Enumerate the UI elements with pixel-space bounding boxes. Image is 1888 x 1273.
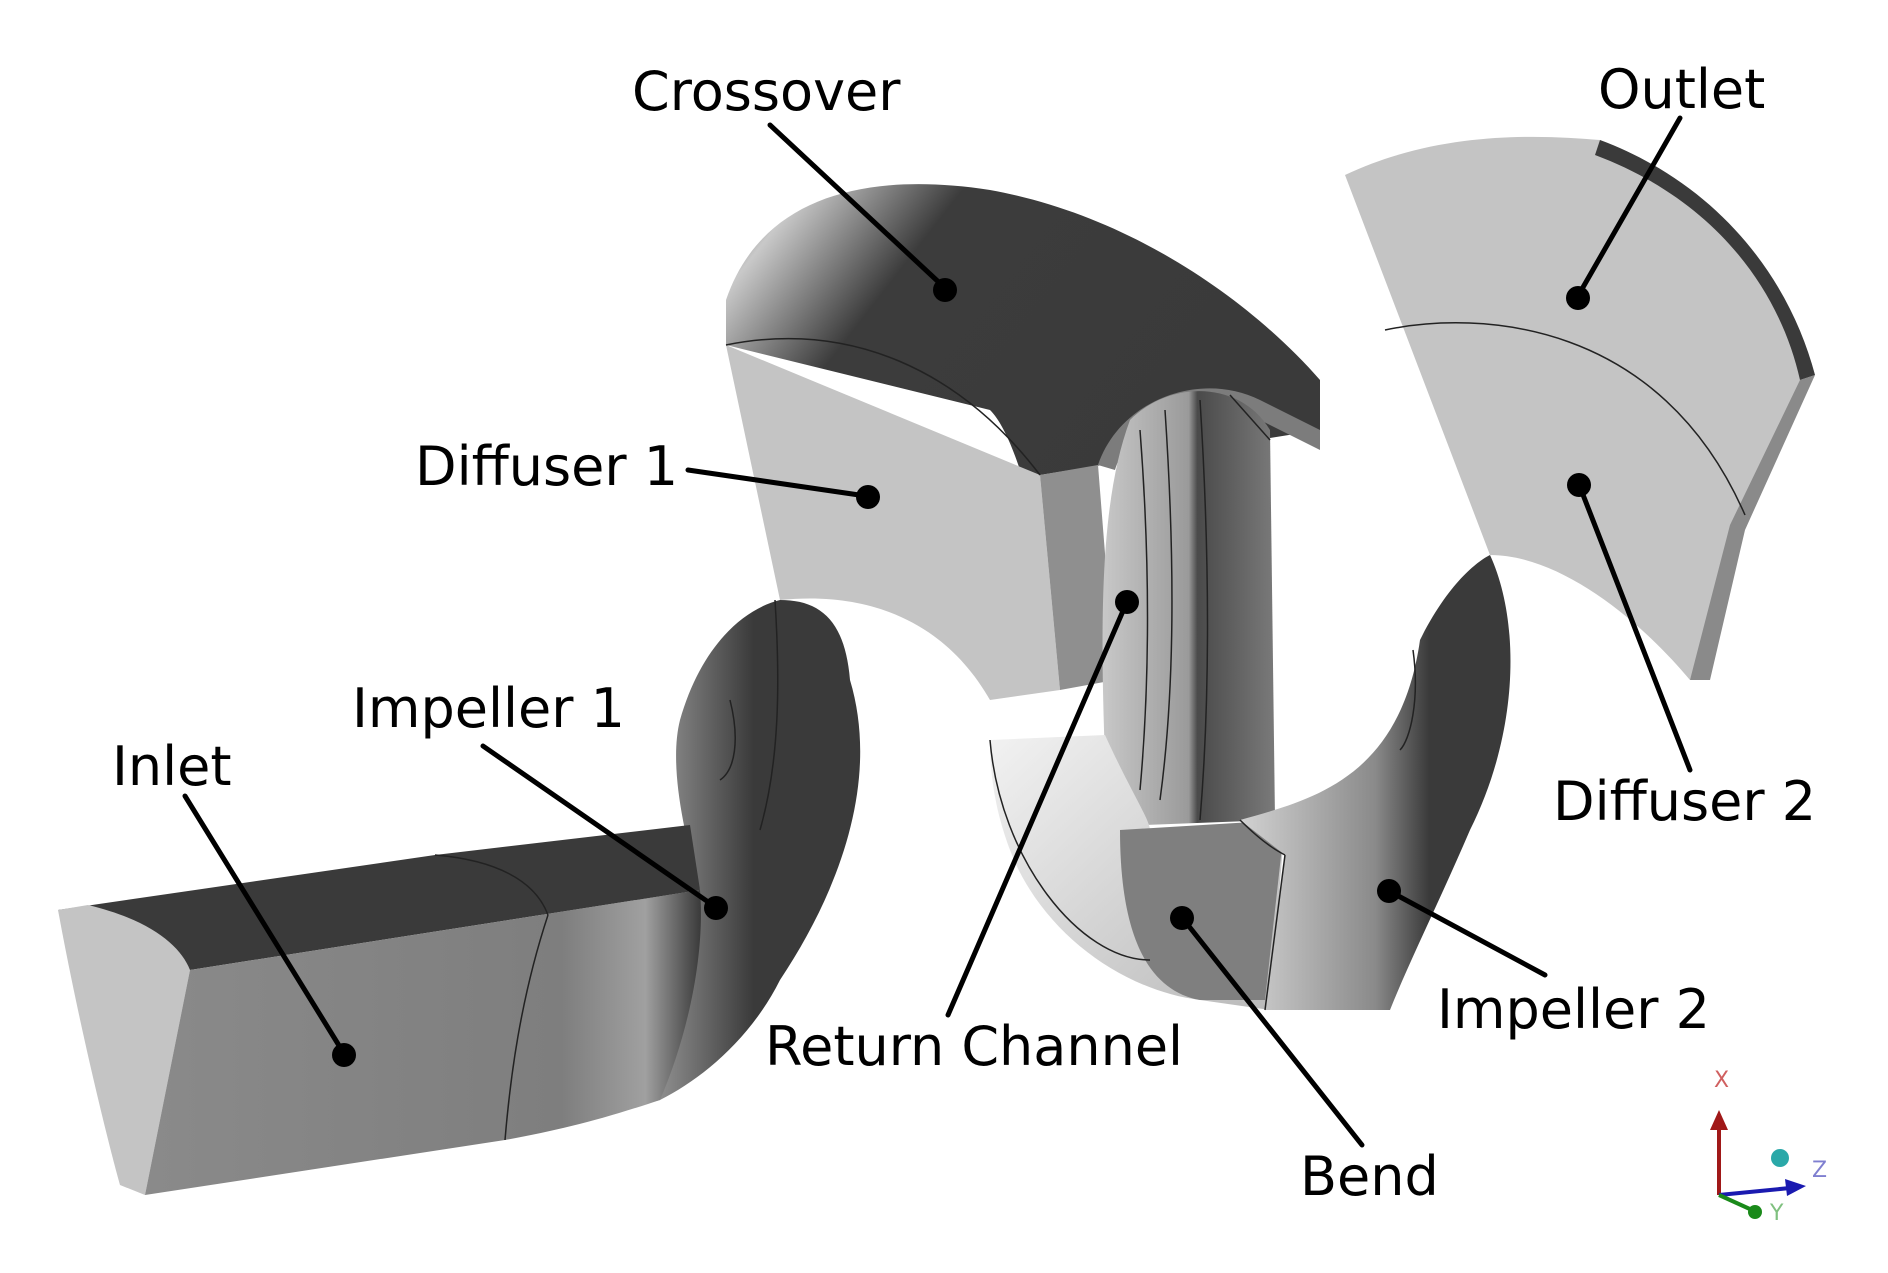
label-outlet: Outlet (1566, 58, 1765, 310)
label-inlet: Inlet (112, 735, 356, 1067)
label-return-channel-text: Return Channel (765, 1015, 1183, 1078)
label-impeller1-text: Impeller 1 (352, 677, 625, 740)
label-impeller2-text: Impeller 2 (1437, 978, 1710, 1041)
axis-x-label: X (1714, 1068, 1729, 1093)
label-diffuser1: Diffuser 1 (415, 435, 880, 509)
label-outlet-text: Outlet (1598, 58, 1765, 121)
label-crossover-text: Crossover (632, 60, 901, 123)
axis-y-label: Y (1769, 1201, 1784, 1226)
bend-part (989, 735, 1285, 1010)
return-channel-part (1102, 391, 1275, 825)
axis-triad: X Z Y (1710, 1068, 1827, 1226)
label-inlet-text: Inlet (112, 735, 232, 798)
impeller2-part (1239, 555, 1511, 1011)
label-bend: Bend (1170, 906, 1439, 1208)
inlet-part (58, 825, 701, 1195)
label-impeller2: Impeller 2 (1377, 879, 1710, 1041)
label-diffuser2: Diffuser 2 (1553, 473, 1816, 833)
label-diffuser2-text: Diffuser 2 (1553, 770, 1816, 833)
label-crossover: Crossover (632, 60, 957, 302)
label-bend-text: Bend (1300, 1145, 1439, 1208)
diffuser2-outlet-part (1345, 136, 1815, 681)
label-impeller1: Impeller 1 (352, 677, 728, 920)
axis-z-label: Z (1812, 1158, 1827, 1183)
label-return-channel: Return Channel (765, 590, 1183, 1078)
label-diffuser1-text: Diffuser 1 (415, 435, 678, 498)
